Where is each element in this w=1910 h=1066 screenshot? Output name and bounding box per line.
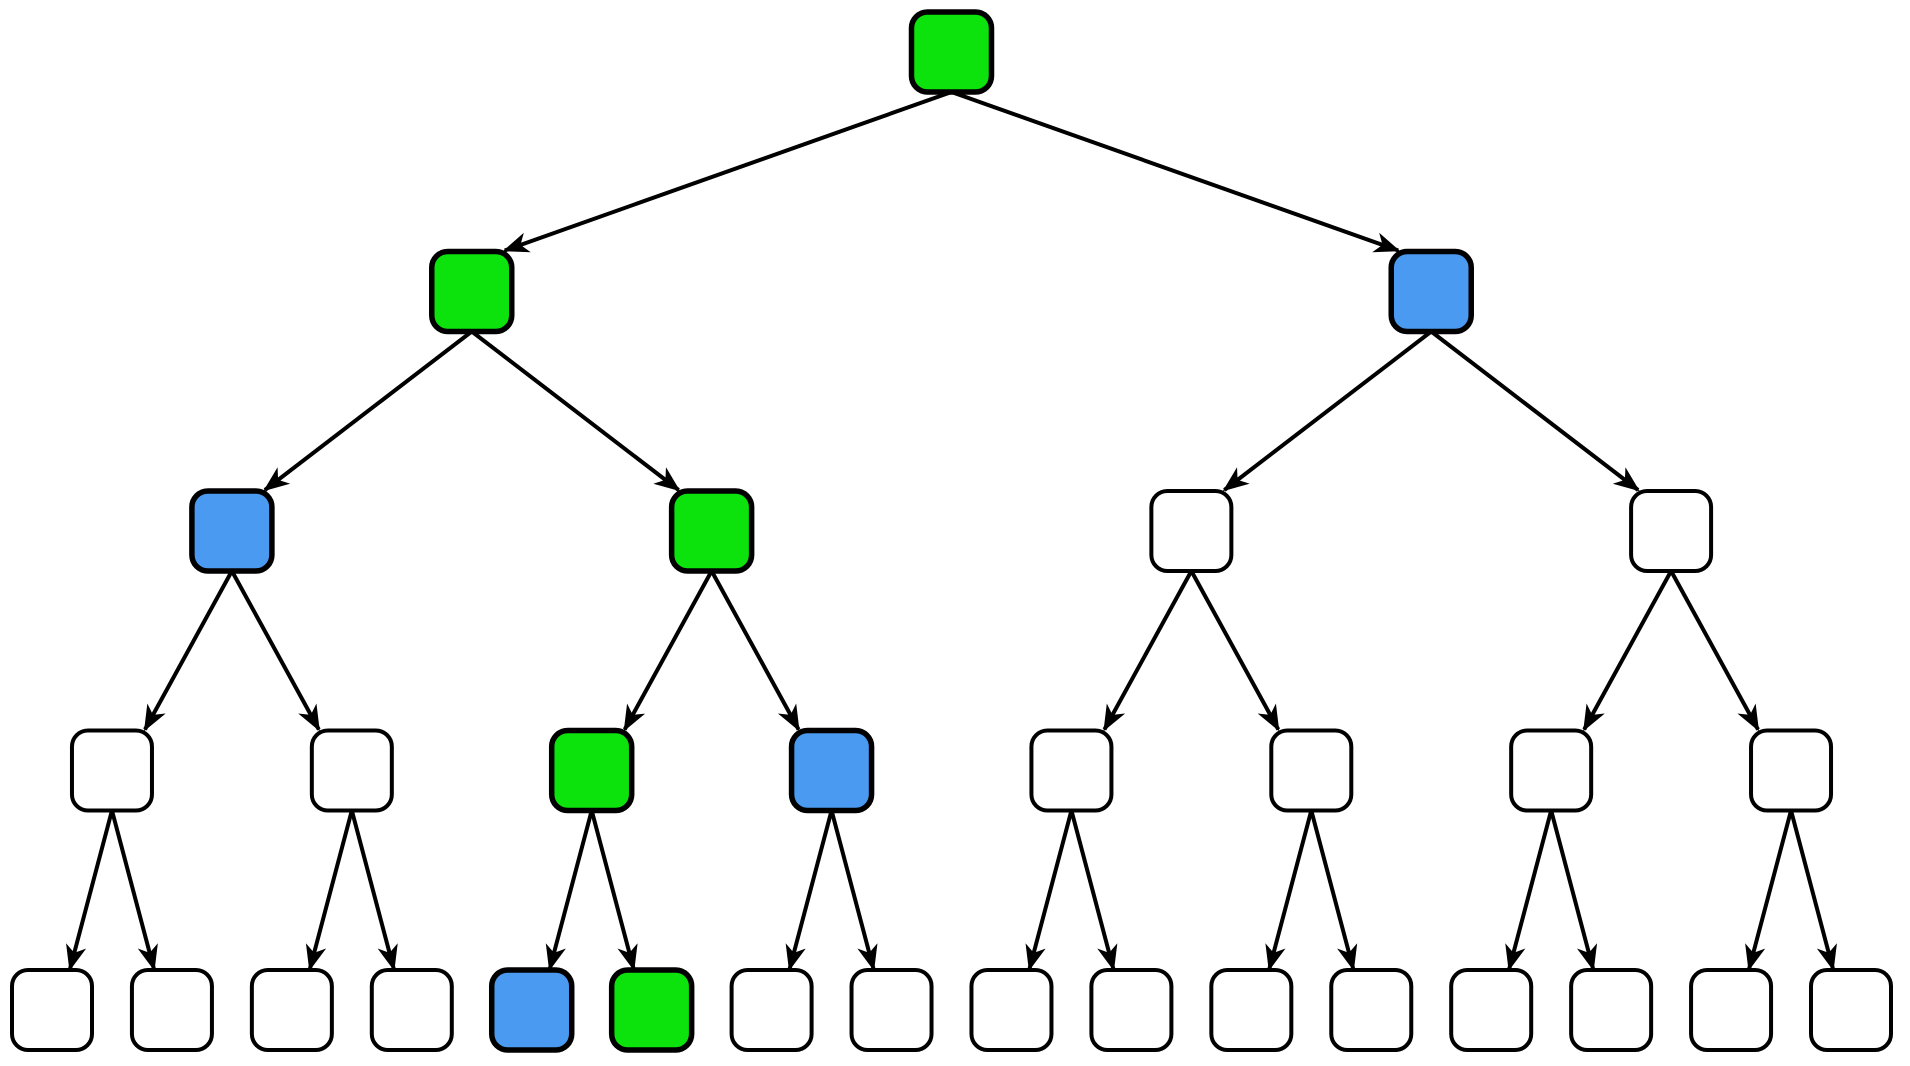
tree-edge-L2.1-to-L3.2 bbox=[622, 570, 714, 732]
tree-edge-L3.7-to-L4.14 bbox=[1745, 809, 1793, 972]
tree-edge-L1.1-to-L2.2 bbox=[1222, 329, 1433, 492]
tree-node-L4-0-white bbox=[10, 968, 94, 1052]
tree-node-L1-1-blue bbox=[1388, 248, 1474, 335]
tree-node-L3-7-white bbox=[1749, 728, 1834, 813]
tree-node-L3-5-white bbox=[1269, 728, 1354, 813]
tree-node-L4-5-green bbox=[608, 967, 695, 1053]
tree-edge-L0.0-to-L1.1 bbox=[950, 90, 1401, 253]
tree-edge-L1.0-to-L2.1 bbox=[470, 329, 681, 492]
tree-edge-L2.3-to-L3.6 bbox=[1582, 570, 1673, 732]
tree-edge-L2.0-to-L3.1 bbox=[230, 570, 321, 732]
tree-edge-L3.2-to-L4.4 bbox=[545, 809, 594, 972]
edge-layer bbox=[66, 90, 1837, 972]
tree-node-L4-3-white bbox=[369, 968, 454, 1052]
tree-node-L4-6-white bbox=[729, 968, 814, 1052]
tree-node-L0-0-green bbox=[908, 9, 995, 95]
tree-edge-L2.0-to-L3.0 bbox=[143, 570, 234, 732]
tree-edge-L2.3-to-L3.7 bbox=[1669, 570, 1760, 732]
tree-edge-L3.1-to-L4.3 bbox=[349, 809, 398, 972]
tree-edge-L1.0-to-L2.0 bbox=[263, 329, 473, 492]
tree-node-L4-15-white bbox=[1809, 968, 1893, 1052]
tree-edge-L3.3-to-L4.6 bbox=[785, 809, 834, 972]
tree-node-L2-1-green bbox=[668, 488, 755, 574]
tree-edge-L1.1-to-L2.3 bbox=[1430, 329, 1640, 492]
tree-edge-L3.3-to-L4.7 bbox=[829, 809, 878, 972]
tree-node-L2-2-white bbox=[1149, 489, 1234, 573]
tree-node-L3-6-white bbox=[1509, 728, 1594, 813]
node-layer bbox=[10, 9, 1893, 1053]
tree-node-L4-14-white bbox=[1689, 968, 1774, 1052]
tree-edge-L3.0-to-L4.0 bbox=[66, 809, 114, 972]
tree-node-L1-0-green bbox=[429, 248, 515, 335]
tree-edge-L0.0-to-L1.0 bbox=[502, 90, 953, 253]
tree-edge-L3.0-to-L4.1 bbox=[110, 809, 158, 972]
tree-node-L3-4-white bbox=[1029, 728, 1114, 813]
tree-edge-L3.1-to-L4.2 bbox=[305, 809, 354, 972]
tree-node-L4-8-white bbox=[969, 968, 1054, 1052]
tree-edge-L2.2-to-L3.5 bbox=[1189, 570, 1281, 732]
tree-node-L2-3-white bbox=[1629, 489, 1714, 573]
tree-node-L4-9-white bbox=[1089, 968, 1174, 1052]
tree-edge-L3.6-to-L4.13 bbox=[1549, 809, 1598, 972]
tree-edge-L2.1-to-L3.3 bbox=[709, 570, 801, 732]
tree-node-L4-2-white bbox=[249, 968, 334, 1052]
tree-node-L3-1-white bbox=[309, 728, 394, 813]
tree-node-L3-3-blue bbox=[788, 727, 875, 814]
tree-edge-L3.7-to-L4.15 bbox=[1789, 809, 1837, 972]
tree-node-L4-7-white bbox=[849, 968, 934, 1052]
tree-edge-L3.6-to-L4.12 bbox=[1505, 809, 1554, 972]
tree-node-L4-1-white bbox=[129, 968, 214, 1052]
tree-edge-L3.5-to-L4.10 bbox=[1265, 809, 1314, 972]
tree-node-L4-4-blue bbox=[488, 967, 575, 1053]
tree-node-L4-13-white bbox=[1569, 968, 1654, 1052]
tree-edge-L2.2-to-L3.4 bbox=[1102, 570, 1194, 732]
tree-node-L2-0-blue bbox=[189, 488, 275, 574]
tree-node-L4-11-white bbox=[1329, 968, 1414, 1052]
tree-node-L3-0-white bbox=[69, 728, 154, 813]
tree-edge-L3.2-to-L4.5 bbox=[589, 809, 638, 972]
tree-edge-L3.4-to-L4.9 bbox=[1069, 809, 1118, 972]
tree-edge-L3.4-to-L4.8 bbox=[1025, 809, 1074, 972]
tree-edge-L3.5-to-L4.11 bbox=[1309, 809, 1358, 972]
tree-node-L4-10-white bbox=[1209, 968, 1294, 1052]
tree-node-L4-12-white bbox=[1449, 968, 1534, 1052]
tree-node-L3-2-green bbox=[548, 727, 635, 814]
